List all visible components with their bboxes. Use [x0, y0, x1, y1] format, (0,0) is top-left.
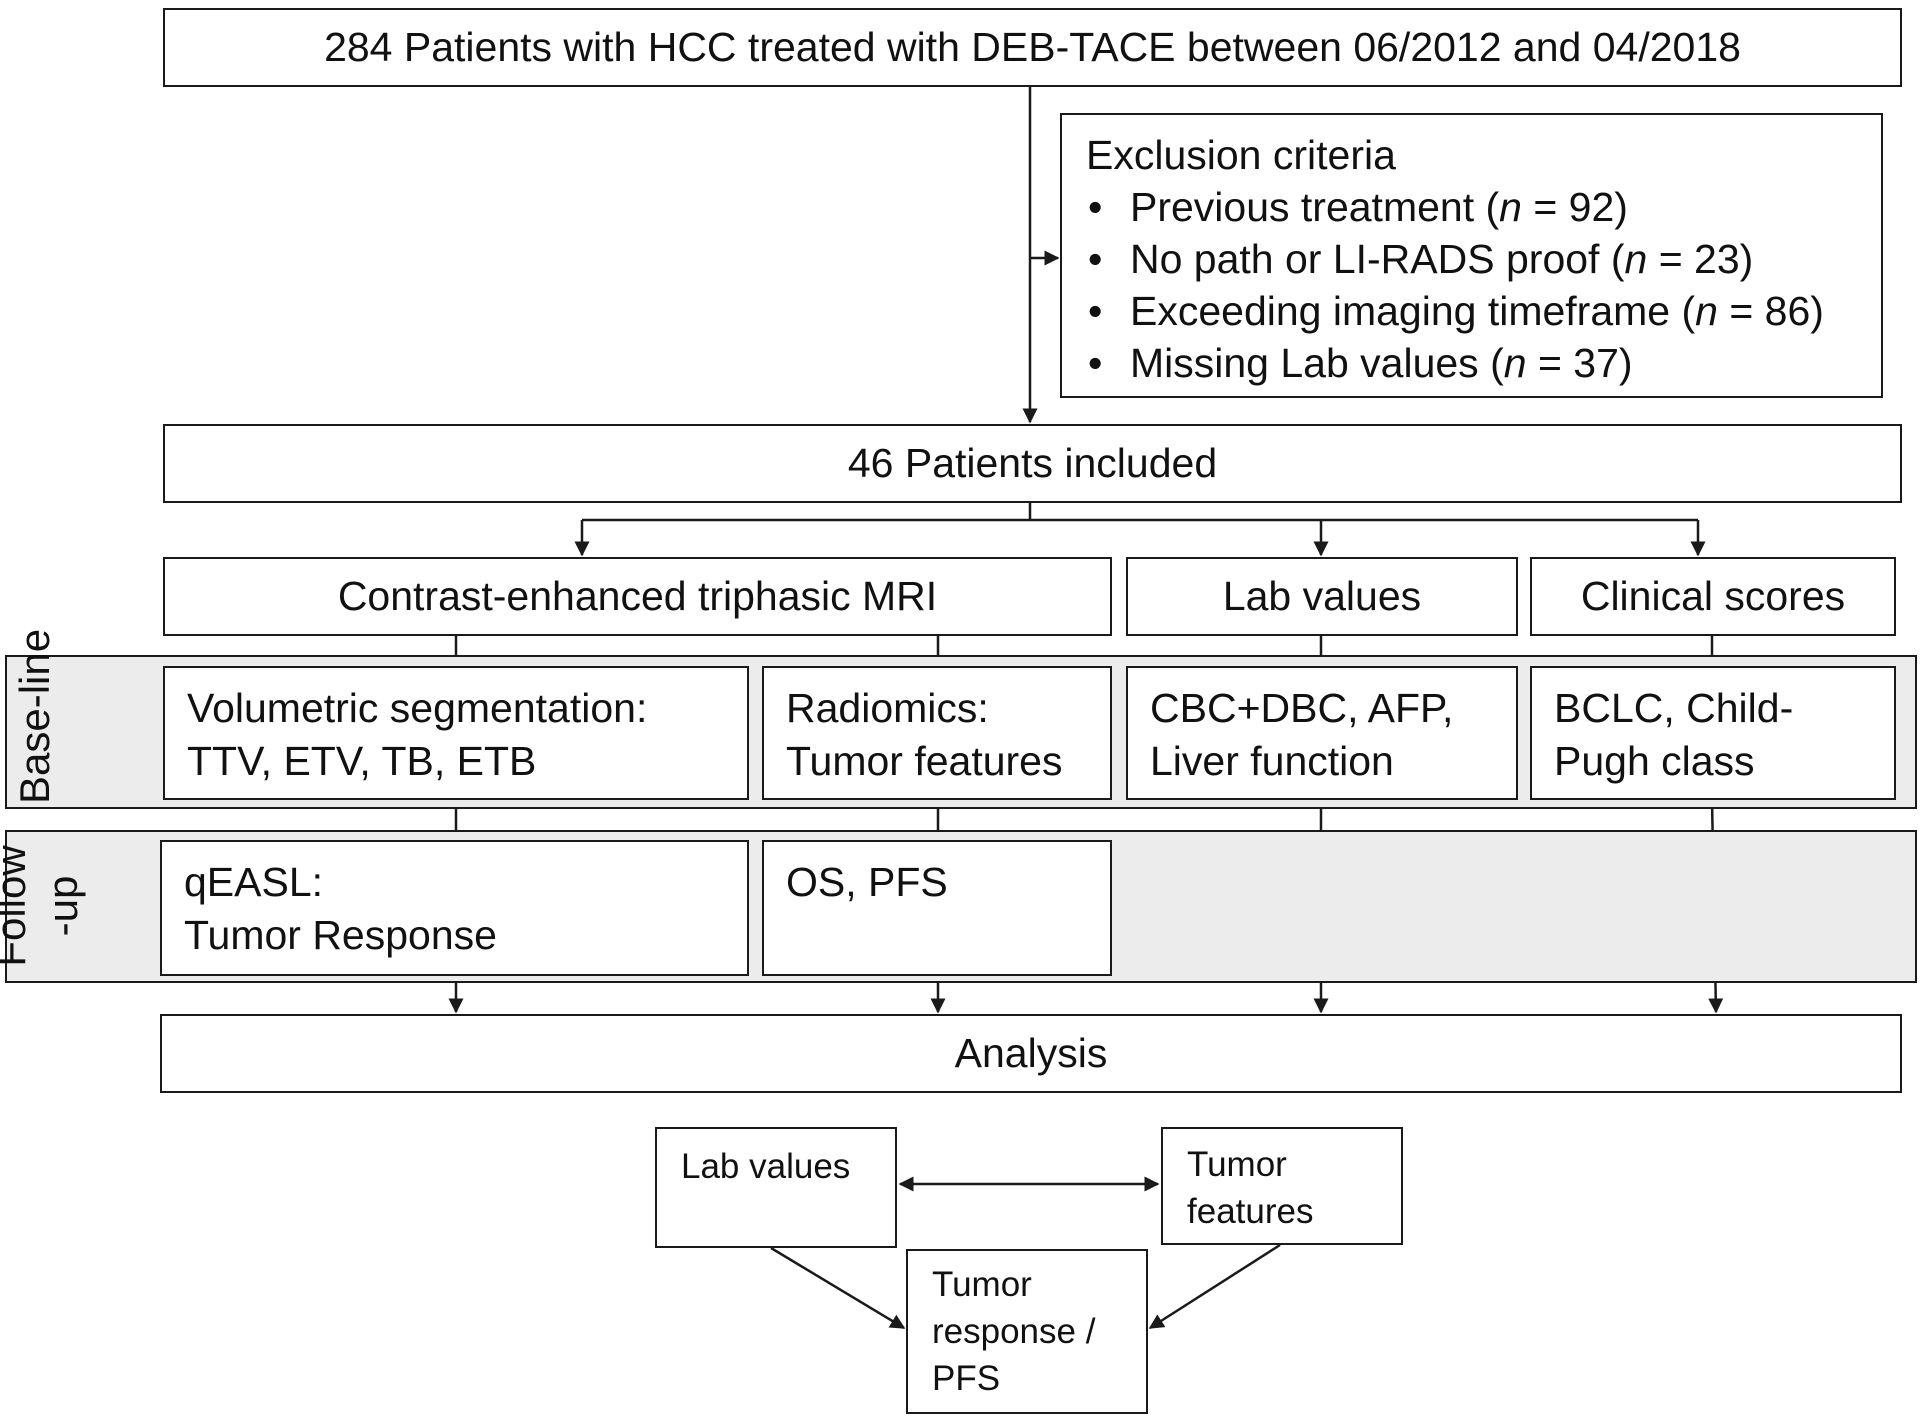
rel-outcome-box: Tumor response / PFS: [906, 1249, 1148, 1414]
enrollment-box: 284 Patients with HCC treated with DEB-T…: [163, 8, 1902, 87]
survival-line1: OS, PFS: [786, 859, 948, 905]
volumetric-line1: Volumetric segmentation:: [187, 685, 648, 731]
mri-box: Contrast-enhanced triphasic MRI: [163, 557, 1112, 636]
volumetric-box: Volumetric segmentation: TTV, ETV, TB, E…: [163, 666, 749, 800]
rel-outcome-line3: PFS: [932, 1359, 1001, 1398]
qeasl-line1: qEASL:: [184, 859, 324, 905]
mri-text: Contrast-enhanced triphasic MRI: [337, 573, 938, 619]
lab-values-box: Lab values: [1126, 557, 1518, 636]
rel-tumor-features-line1: Tumor: [1187, 1145, 1287, 1184]
baseline-label-line2: line: [11, 628, 58, 695]
rel-outcome-line1: Tumor: [932, 1265, 1032, 1304]
exclusion-item-imaging-timeframe: Exceeding imaging timeframe (n = 86): [1086, 285, 1881, 337]
rel-tumor-features-box: Tumor features: [1161, 1127, 1403, 1245]
labs-detail-line1: CBC+DBC, AFP,: [1150, 685, 1454, 731]
arrow-features-to-outcome: [1148, 1243, 1281, 1330]
exclusion-box: Exclusion criteria Previous treatment (n…: [1060, 113, 1883, 398]
exclusion-item-no-proof: No path or LI-RADS proof (n = 23): [1086, 233, 1881, 285]
radiomics-line2: Tumor features: [786, 738, 1063, 784]
labs-detail-line2: Liver function: [1150, 738, 1394, 784]
clinical-scores-box: Clinical scores: [1530, 557, 1896, 636]
scores-detail-line1: BCLC, Child-: [1554, 685, 1794, 731]
included-box: 46 Patients included: [163, 424, 1902, 503]
volumetric-line2: TTV, ETV, TB, ETB: [187, 738, 537, 784]
followup-label: Follow -up: [0, 836, 89, 976]
followup-label-line2: -up: [39, 875, 86, 937]
exclusion-item-missing-labs: Missing Lab values (n = 37): [1086, 337, 1881, 389]
rel-lab-values-text: Lab values: [681, 1147, 851, 1186]
included-text: 46 Patients included: [847, 440, 1218, 486]
radiomics-box: Radiomics: Tumor features: [762, 666, 1112, 800]
scores-detail-line2: Pugh class: [1554, 738, 1755, 784]
baseline-label-line1: Base-: [11, 694, 58, 804]
analysis-text: Analysis: [954, 1030, 1108, 1076]
survival-box: OS, PFS: [762, 840, 1112, 976]
baseline-label: Base-line: [11, 629, 65, 804]
exclusion-list: Previous treatment (n = 92) No path or L…: [1086, 181, 1881, 389]
exclusion-title: Exclusion criteria: [1086, 132, 1396, 178]
analysis-box: Analysis: [160, 1014, 1902, 1093]
rel-tumor-features-line2: features: [1187, 1192, 1314, 1231]
lab-values-text: Lab values: [1222, 573, 1422, 619]
radiomics-line1: Radiomics:: [786, 685, 989, 731]
rel-lab-values-box: Lab values: [655, 1127, 897, 1248]
enrollment-text: 284 Patients with HCC treated with DEB-T…: [324, 24, 1741, 70]
rel-outcome-line2: response /: [932, 1312, 1096, 1351]
arrow-lab-to-outcome: [770, 1246, 906, 1330]
clinical-scores-text: Clinical scores: [1580, 573, 1846, 619]
exclusion-item-previous-treatment: Previous treatment (n = 92): [1086, 181, 1881, 233]
followup-label-line1: Follow: [0, 845, 34, 967]
scores-detail-box: BCLC, Child- Pugh class: [1530, 666, 1896, 800]
qeasl-box: qEASL: Tumor Response: [160, 840, 749, 976]
labs-detail-box: CBC+DBC, AFP, Liver function: [1126, 666, 1518, 800]
qeasl-line2: Tumor Response: [184, 912, 497, 958]
